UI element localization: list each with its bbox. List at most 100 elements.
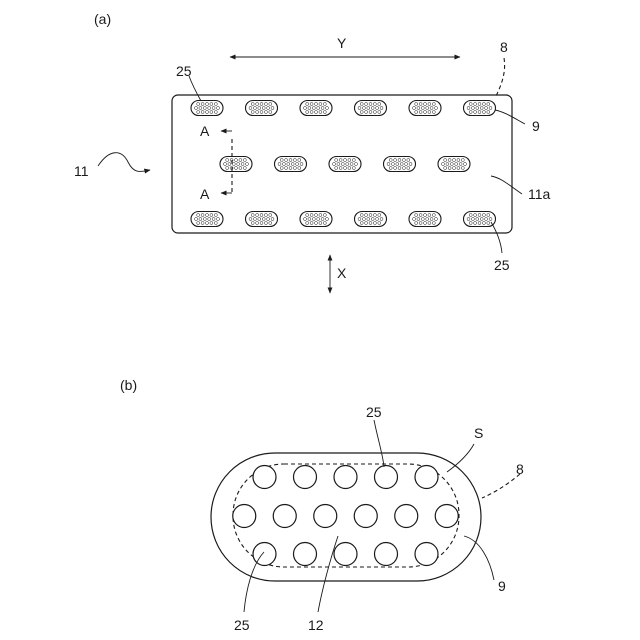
pad-hole bbox=[478, 222, 481, 225]
pad-hole bbox=[360, 214, 363, 217]
pad-hole bbox=[226, 159, 229, 162]
pad-hole bbox=[203, 107, 206, 110]
pad-hole bbox=[271, 107, 274, 110]
pad-hole bbox=[217, 218, 220, 221]
pad-hole bbox=[371, 107, 374, 110]
pad-hole bbox=[487, 111, 490, 114]
pad-hole bbox=[489, 218, 492, 221]
pad-hole bbox=[310, 111, 313, 114]
pad-hole bbox=[306, 103, 309, 106]
ref-s: S bbox=[474, 425, 483, 441]
pad-hole bbox=[362, 218, 365, 221]
ref-9: 9 bbox=[532, 118, 540, 134]
pad-hole bbox=[415, 103, 418, 106]
pad-hole bbox=[319, 214, 322, 217]
leader-9-b bbox=[464, 536, 494, 580]
pad-hole bbox=[435, 218, 438, 221]
pad-hole bbox=[352, 159, 355, 162]
pad-hole bbox=[224, 163, 227, 166]
pad bbox=[464, 101, 496, 116]
hole bbox=[415, 543, 438, 566]
pad-hole bbox=[214, 214, 217, 217]
pad-hole bbox=[453, 167, 456, 170]
hole bbox=[375, 543, 398, 566]
pad-hole bbox=[424, 214, 427, 217]
pad-hole bbox=[474, 103, 477, 106]
pad-hole bbox=[365, 214, 368, 217]
pad-hole bbox=[446, 163, 449, 166]
pad-hole bbox=[474, 222, 477, 225]
pad-hole bbox=[308, 218, 311, 221]
pad-hole bbox=[487, 103, 490, 106]
pad-hole bbox=[419, 214, 422, 217]
pad-hole bbox=[369, 222, 372, 225]
pad bbox=[246, 101, 278, 116]
hole bbox=[415, 466, 438, 489]
pad-hole bbox=[387, 163, 390, 166]
pad-hole bbox=[206, 214, 209, 217]
pad-hole bbox=[208, 107, 211, 110]
leader-12 bbox=[318, 536, 338, 612]
pad-hole bbox=[260, 111, 263, 114]
pad-hole bbox=[339, 167, 342, 170]
hole bbox=[294, 543, 317, 566]
pad-hole bbox=[253, 107, 256, 110]
pad-hole bbox=[378, 214, 381, 217]
pad-hole bbox=[424, 111, 427, 114]
pad-hole bbox=[251, 214, 254, 217]
pad-hole bbox=[310, 214, 313, 217]
pad-hole bbox=[373, 214, 376, 217]
pad-hole bbox=[448, 159, 451, 162]
pad-hole bbox=[389, 159, 392, 162]
pad-hole bbox=[317, 218, 320, 221]
pad-hole bbox=[253, 218, 256, 221]
pad-hole bbox=[308, 107, 311, 110]
pad-hole bbox=[421, 218, 424, 221]
pad-hole bbox=[398, 159, 401, 162]
pad-hole bbox=[210, 222, 213, 225]
pad-hole bbox=[306, 111, 309, 114]
pad-hole bbox=[228, 163, 231, 166]
pad-hole bbox=[319, 103, 322, 106]
hole bbox=[375, 466, 398, 489]
pad-hole bbox=[373, 222, 376, 225]
pad-hole bbox=[428, 222, 431, 225]
pad-hole bbox=[480, 107, 483, 110]
pad-hole bbox=[432, 103, 435, 106]
x-direction-label: X bbox=[337, 265, 347, 281]
pad-hole bbox=[293, 167, 296, 170]
pad bbox=[409, 212, 441, 227]
pad-hole bbox=[315, 214, 318, 217]
pad-hole bbox=[197, 214, 200, 217]
pad bbox=[275, 157, 307, 172]
pad-hole bbox=[262, 218, 265, 221]
pad-hole bbox=[407, 159, 410, 162]
pad-hole bbox=[402, 167, 405, 170]
pad-hole bbox=[405, 163, 408, 166]
pad-hole bbox=[214, 111, 217, 114]
pad-hole bbox=[321, 107, 324, 110]
pad-hole bbox=[306, 222, 309, 225]
pad-hole bbox=[210, 214, 213, 217]
pad-hole bbox=[482, 103, 485, 106]
pad-hole bbox=[415, 222, 418, 225]
pad-hole bbox=[206, 103, 209, 106]
pad-hole bbox=[482, 111, 485, 114]
pad-hole bbox=[269, 103, 272, 106]
pad-hole bbox=[360, 103, 363, 106]
pad-hole bbox=[214, 222, 217, 225]
pad-hole bbox=[256, 222, 259, 225]
pad-hole bbox=[442, 163, 445, 166]
pad-hole bbox=[478, 214, 481, 217]
pad-hole bbox=[373, 103, 376, 106]
pad-hole bbox=[243, 167, 246, 170]
pad-hole bbox=[417, 107, 420, 110]
pad-hole bbox=[239, 167, 242, 170]
pad-hole bbox=[258, 218, 261, 221]
pad-hole bbox=[335, 159, 338, 162]
pad-hole bbox=[251, 222, 254, 225]
pad-hole bbox=[424, 103, 427, 106]
ref-12: 12 bbox=[308, 617, 324, 633]
pad-hole bbox=[315, 103, 318, 106]
